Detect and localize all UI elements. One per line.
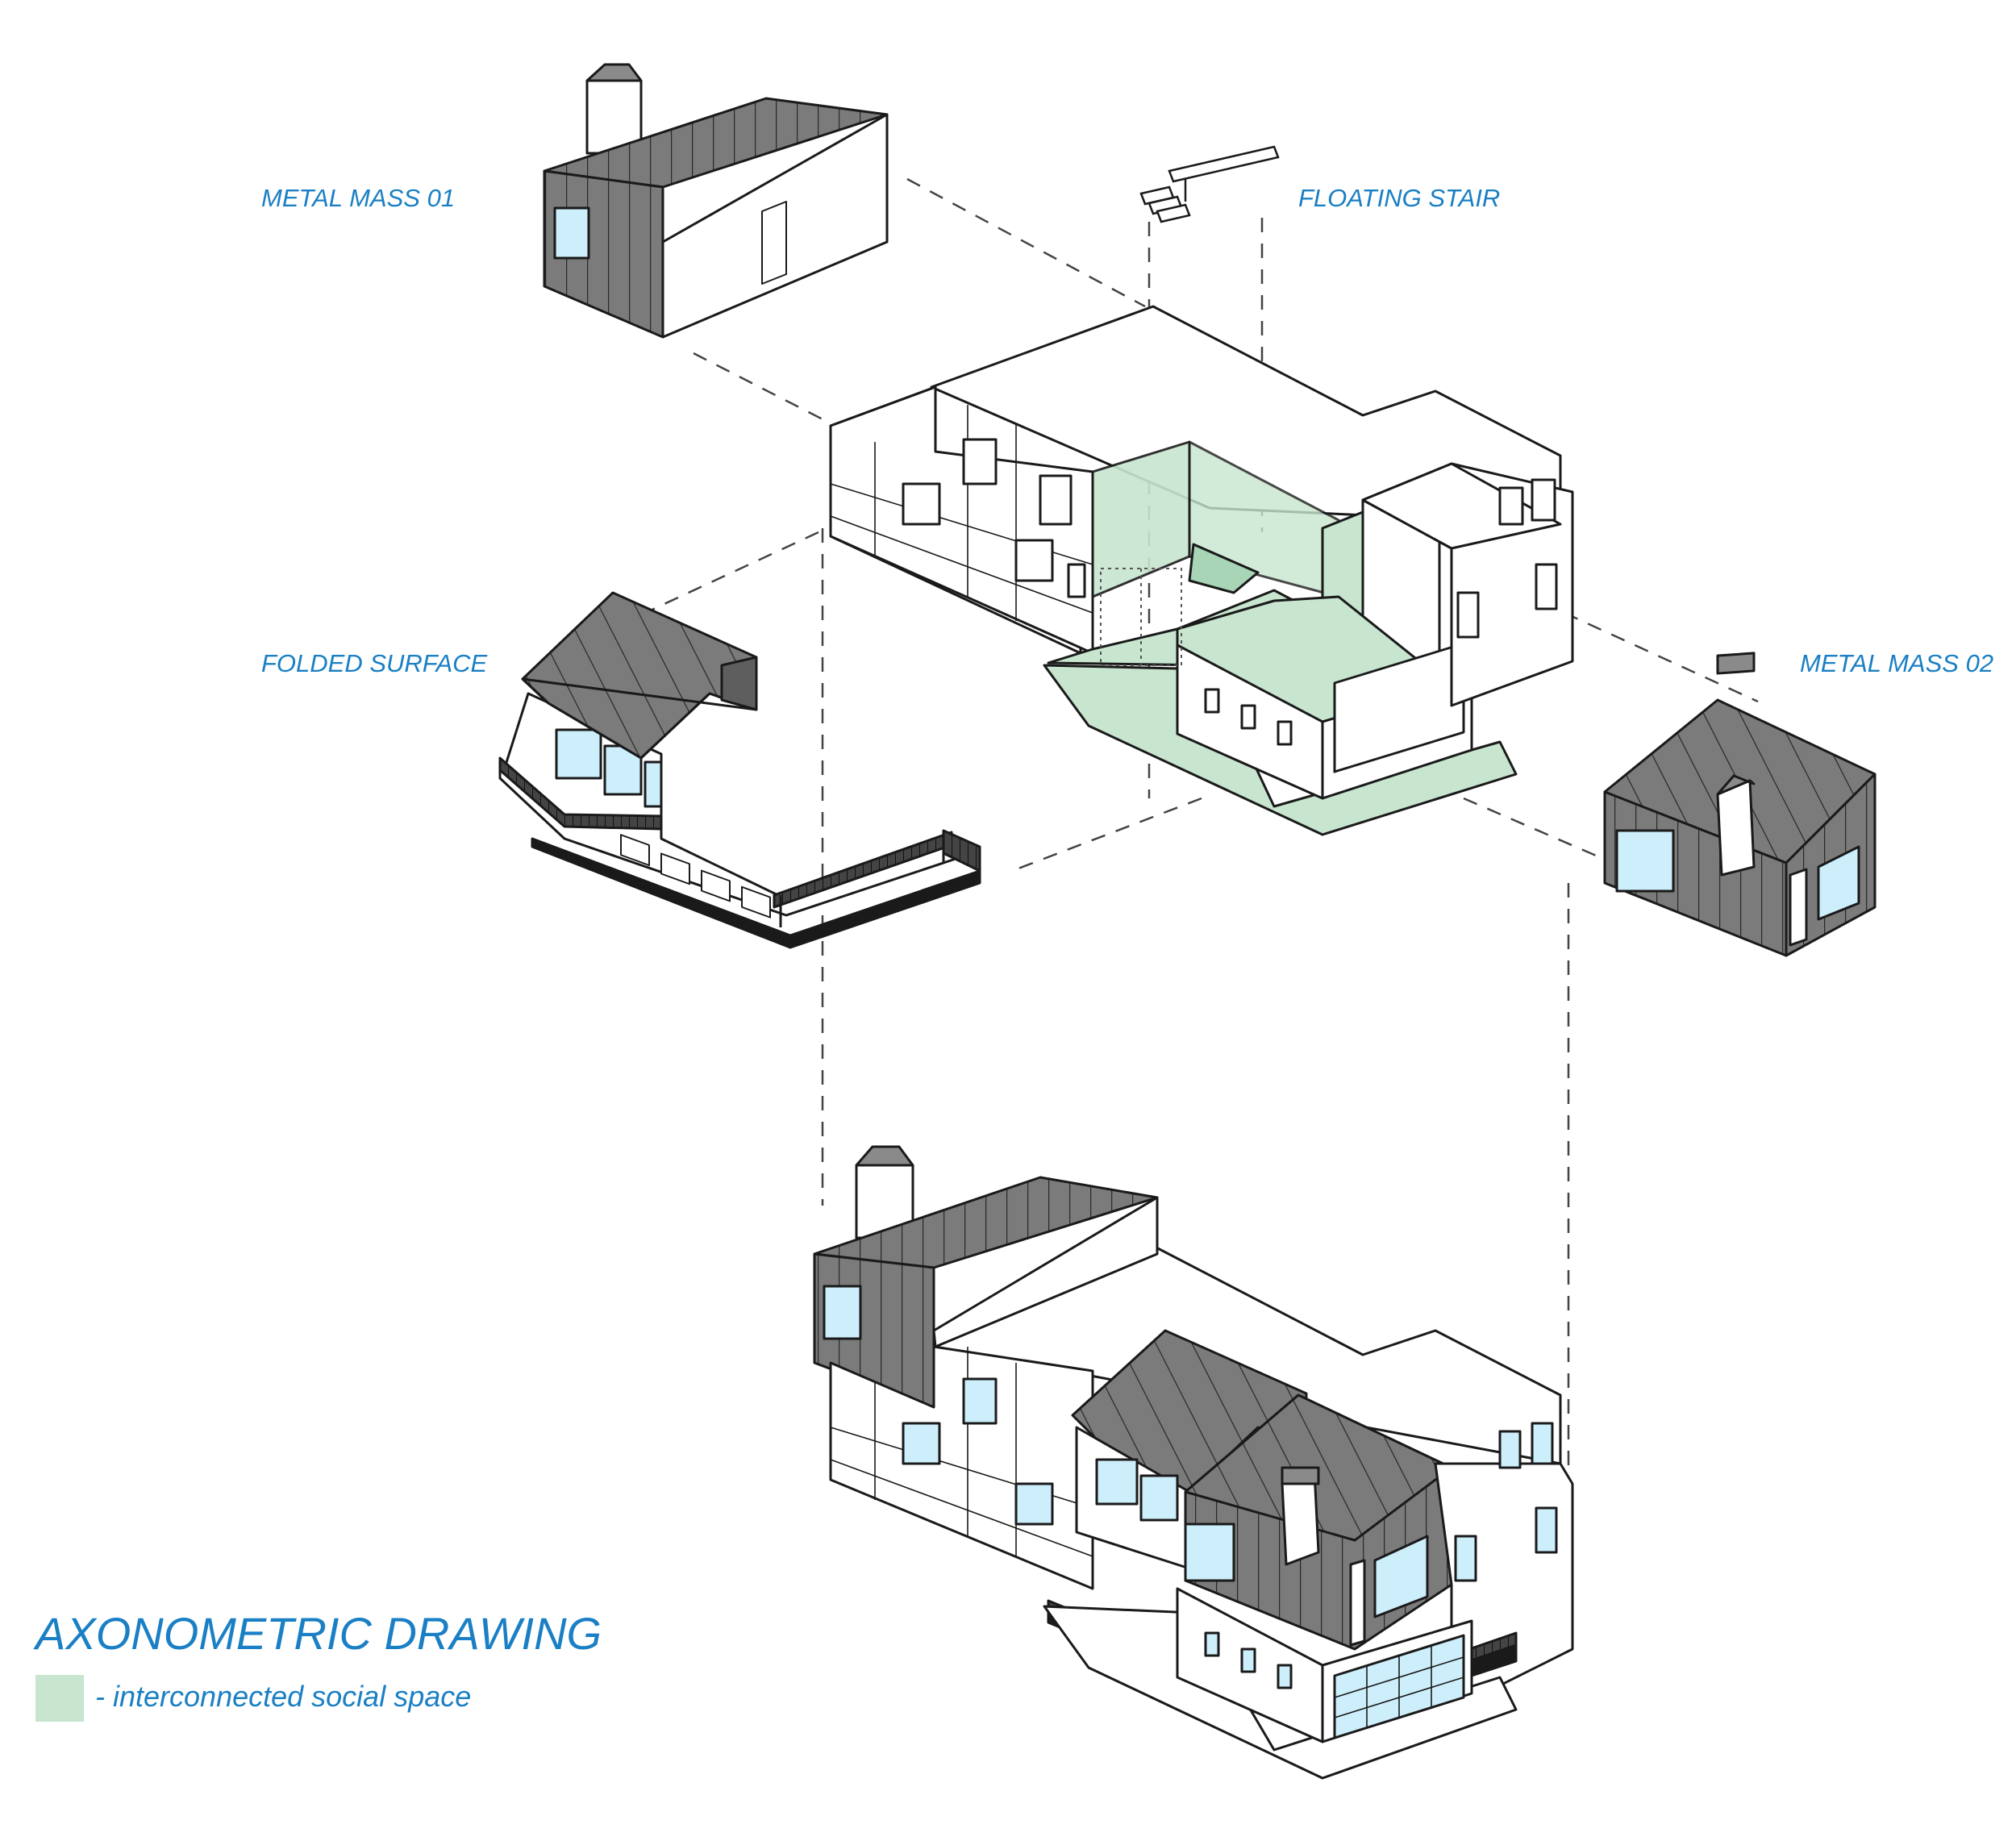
legend-swatch-social-space: [35, 1675, 84, 1722]
metal-mass-02-component: [1603, 652, 1876, 957]
metal-mass-02-label: METAL MASS 02: [1800, 649, 1994, 677]
metal-mass-02-window-right: [1817, 845, 1860, 921]
metal-mass-01-label: METAL MASS 01: [261, 184, 456, 212]
base-shell-small-windows: [1204, 688, 1293, 746]
drawing-title: AXONOMETRIC DRAWING: [35, 1608, 602, 1659]
metal-mass-02-door: [1789, 868, 1808, 947]
assembled-building: [813, 1145, 1574, 1780]
floating-stair-label: FLOATING STAIR: [1298, 184, 1501, 212]
metal-mass-01-window: [553, 206, 590, 260]
assembled-metal-mass-01-window: [823, 1285, 862, 1340]
metal-mass-02-window-left: [1615, 829, 1675, 893]
legend-text: - interconnected social space: [95, 1680, 472, 1713]
folded-surface-component: [498, 591, 981, 949]
folded-surface-window-1: [555, 728, 602, 780]
floating-stair-component: [1139, 145, 1280, 223]
base-shell-component: [829, 305, 1574, 836]
folded-surface-window-3: [644, 760, 663, 808]
folded-surface-label: FOLDED SURFACE: [261, 649, 488, 677]
metal-mass-01-component: [543, 63, 889, 339]
metal-mass-01-door: [761, 201, 787, 285]
